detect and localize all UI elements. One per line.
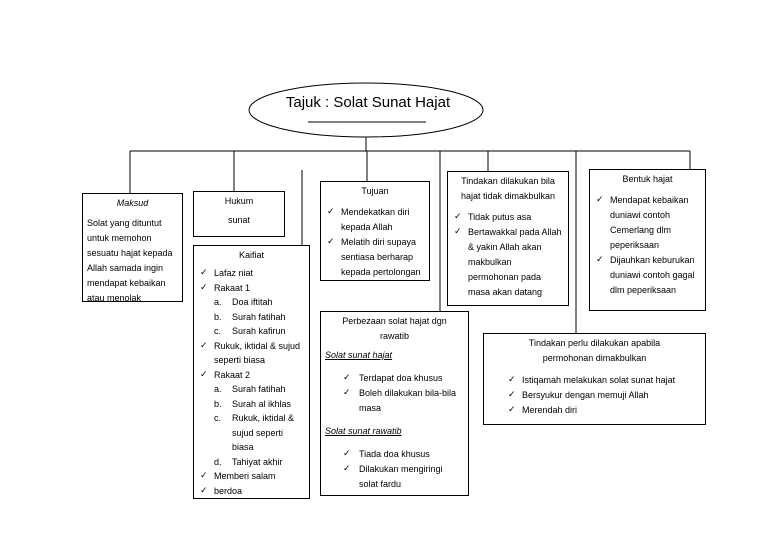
tidak-dimakbulkan-heading: Tindakan dilakukan bila hajat tidak dima…: [460, 176, 556, 201]
perbezaan-list1: Terdapat doa khusus Boleh dilakukan bila…: [325, 371, 464, 416]
list-item-text: Surah fatihah: [232, 311, 286, 322]
list-item-text: Rukuk, iktidal & sujud seperti biasa: [214, 340, 301, 366]
list-item-text: Surah al ikhlas: [232, 398, 292, 409]
list-marker: b.: [214, 398, 222, 409]
tujuan-list: Mendekatkan diri kepada Allah Melatih di…: [325, 205, 425, 280]
tujuan-heading: Tujuan: [361, 186, 389, 196]
maksud-heading: Maksud: [116, 198, 149, 208]
maksud-box: Maksud Solat yang dituntut untuk memohon…: [82, 193, 183, 303]
list-item-text: Rukuk, iktidal & sujud seperti biasa: [232, 413, 295, 452]
list-item: b. Surah al ikhlas: [198, 397, 305, 412]
list-item-text: Tahiyat akhir: [232, 456, 283, 467]
hukum-box: Hukum sunat: [193, 191, 285, 237]
list-item-text: Rakaat 2: [214, 369, 251, 380]
kaifiat-box: Kaifiat Lafaz niatRakaat 1 a. Doa iftitah b…: [193, 245, 310, 499]
hukum-heading: Hukum: [224, 196, 254, 206]
hukum-value: sunat: [227, 215, 251, 225]
list-item: d. Tahiyat akhir: [198, 455, 305, 470]
list-item: Dilakukan mengiringi solat fardu: [325, 462, 464, 492]
list-item-text: Surah kafirun: [232, 326, 286, 336]
list-item: Rakaat 2: [198, 368, 305, 383]
list-item: a. Doa iftitah: [198, 295, 305, 310]
tidak-dimakbulkan-list: Tidak putus asa Bertawakkal pada Allah &…: [452, 210, 564, 300]
list-marker: b.: [214, 311, 222, 322]
page-title: Tajuk : Solat Sunat Hajat: [285, 94, 451, 111]
list-item-text: Memberi salam: [214, 471, 276, 481]
list-item: Bertawakkal pada Allah & yakin Allah aka…: [452, 225, 564, 300]
list-item: Merendah diri: [506, 403, 701, 418]
bentuk-box: Bentuk hajat Mendapat kebaikan duniawi c…: [589, 169, 706, 311]
list-item: a. Surah fatihah: [198, 382, 305, 397]
list-item: Istiqamah melakukan solat sunat hajat: [506, 373, 701, 388]
list-item: Bersyukur dengan memuji Allah: [506, 388, 701, 403]
kaifiat-heading: Kaifiat: [238, 250, 264, 260]
perbezaan-box: Perbezaan solat hajat dgn rawatib Solat …: [320, 311, 469, 496]
list-item: b. Surah fatihah: [198, 310, 305, 325]
list-item-text: berdoa: [214, 485, 243, 496]
list-item: Mendekatkan diri kepada Allah: [325, 205, 425, 235]
list-item: Lafaz niat: [198, 266, 305, 281]
list-item: Tiada doa khusus: [325, 447, 464, 462]
list-item: Boleh dilakukan bila-bila masa: [325, 386, 464, 416]
list-item: berdoa: [198, 484, 305, 499]
list-item: Melatih diri supaya sentiasa berharap ke…: [325, 235, 425, 280]
dimakbulkan-box: Tindakan perlu dilakukan apabila permoho…: [483, 333, 706, 425]
list-item-text: Surah fatihah: [232, 384, 286, 394]
list-item: Memberi salam: [198, 469, 305, 484]
list-item: Rakaat 1: [198, 281, 305, 296]
bentuk-list: Mendapat kebaikan duniawi contoh Cemerla…: [594, 193, 701, 298]
perbezaan-list2: Tiada doa khusus Dilakukan mengiringi so…: [325, 447, 464, 492]
list-item: Tidak putus asa: [452, 210, 564, 225]
tidak-dimakbulkan-box: Tindakan dilakukan bila hajat tidak dima…: [447, 171, 569, 306]
list-item: Dijauhkan keburukan duniawi contoh gagal…: [594, 253, 701, 298]
bentuk-heading: Bentuk hajat: [622, 174, 673, 184]
list-marker: a.: [214, 384, 222, 394]
list-item-text: Doa iftitah: [232, 297, 273, 307]
perbezaan-sub2: Solat sunat rawatib: [325, 426, 402, 436]
kaifiat-list: Lafaz niatRakaat 1 a. Doa iftitah b. Surah f…: [198, 266, 305, 498]
dimakbulkan-list: Istiqamah melakukan solat sunat hajat Be…: [488, 373, 701, 418]
list-marker: c.: [214, 413, 222, 423]
list-item-text: Rakaat 1: [214, 282, 251, 293]
tujuan-box: Tujuan Mendekatkan diri kepada Allah Mel…: [320, 181, 430, 281]
list-marker: c.: [214, 326, 222, 336]
maksud-text: Solat yang dituntut untuk memohon sesuat…: [87, 218, 173, 303]
list-item: Rukuk, iktidal & sujud seperti biasa: [198, 339, 305, 368]
list-item: Terdapat doa khusus: [325, 371, 464, 386]
list-item-text: Lafaz niat: [214, 268, 254, 278]
list-marker: d.: [214, 456, 222, 467]
list-item: c. Rukuk, iktidal & sujud seperti biasa: [198, 411, 305, 455]
perbezaan-heading: Perbezaan solat hajat dgn rawatib: [342, 316, 447, 341]
list-marker: a.: [214, 297, 222, 307]
list-item: c. Surah kafirun: [198, 324, 305, 339]
dimakbulkan-heading: Tindakan perlu dilakukan apabila permoho…: [528, 338, 661, 363]
list-item: Mendapat kebaikan duniawi contoh Cemerla…: [594, 193, 701, 253]
perbezaan-sub1: Solat sunat hajat: [325, 350, 393, 360]
